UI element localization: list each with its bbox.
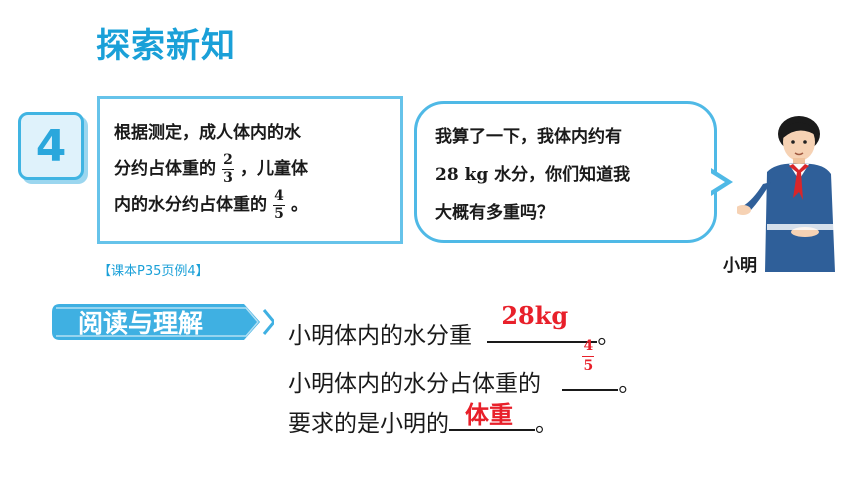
page-title: 探索新知 — [96, 26, 236, 66]
question-1-end: 。 — [597, 323, 621, 349]
question-2: 小明体内的水分占体重的 4 5 。 — [288, 339, 642, 398]
fraction-child-denominator: 5 — [274, 206, 284, 222]
question-1-blank[interactable]: 28kg — [487, 301, 598, 343]
question-1: 小明体内的水分重 28kg 。 — [288, 301, 621, 350]
question-1-answer: 28kg — [501, 301, 569, 330]
question-3-end: 。 — [535, 411, 558, 437]
speech-line-2: 28 kg 水分，你们知道我 — [435, 165, 631, 185]
speech-bubble: 我算了一下，我体内约有 28 kg 水分，你们知道我 大概有多重吗？ — [414, 101, 717, 243]
question-2-answer: 4 5 — [582, 338, 595, 374]
question-2-answer-numerator: 4 — [583, 338, 594, 354]
section-tag-label: 阅读与理解 — [78, 309, 204, 338]
speech-line-1: 我算了一下，我体内约有 — [435, 127, 622, 147]
fraction-child-numerator: 4 — [274, 188, 284, 204]
question-1-text: 小明体内的水分重 — [288, 323, 472, 349]
speech-line-3: 大概有多重吗？ — [435, 203, 554, 223]
fraction-adult-numerator: 2 — [223, 152, 233, 168]
question-3-text: 要求的是小明的 — [288, 411, 449, 437]
example-number-badge: 4 — [18, 112, 84, 180]
problem-line-3-b: 。 — [291, 195, 308, 215]
question-2-answer-denominator: 5 — [583, 358, 594, 374]
question-2-text: 小明体内的水分占体重的 — [288, 371, 541, 397]
problem-line-2-b: ，儿童体 — [240, 159, 308, 179]
question-3-answer: 体重 — [465, 401, 513, 429]
textbook-source: 【课本P35页例4】 — [98, 264, 209, 279]
section-tag: 阅读与理解 — [50, 300, 276, 344]
speaker-name: 小明 — [723, 256, 757, 276]
problem-line-2-a: 分约占体重的 — [114, 159, 216, 179]
question-2-end: 。 — [618, 371, 642, 397]
question-3: 要求的是小明的 体重 。 — [288, 401, 558, 438]
question-3-blank[interactable]: 体重 — [449, 401, 535, 431]
problem-line-1: 根据测定，成人体内的水 — [114, 123, 301, 143]
boy-illustration — [737, 116, 835, 272]
problem-line-3-a: 内的水分约占体重的 — [114, 195, 267, 215]
question-2-blank[interactable]: 4 5 — [562, 339, 619, 391]
fraction-adult-denominator: 3 — [223, 170, 233, 186]
